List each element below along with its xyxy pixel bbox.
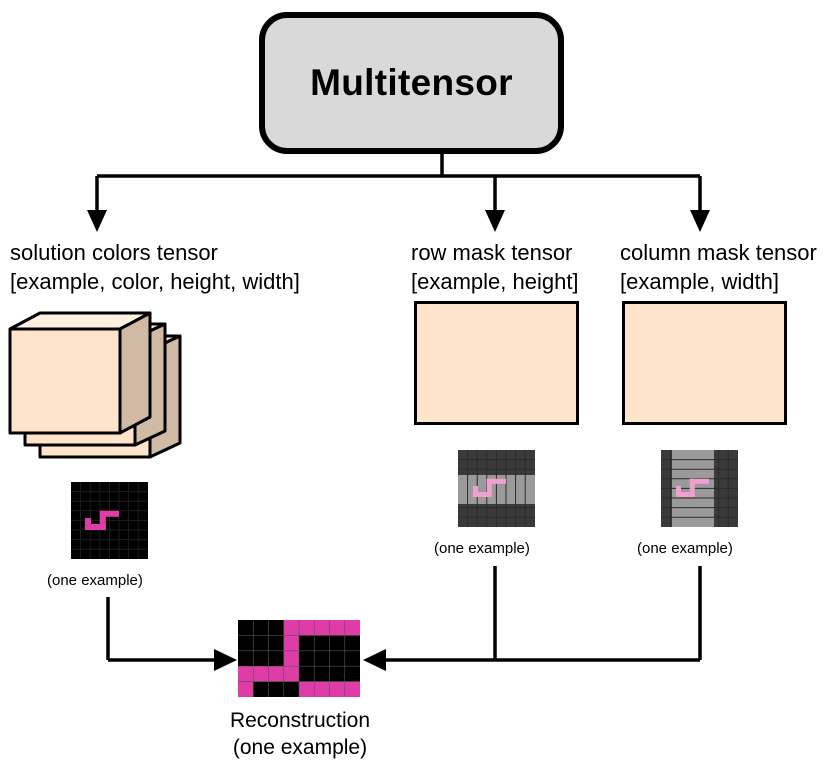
solution-name: solution colors tensor [10, 240, 218, 265]
column-caption: (one example) [637, 540, 733, 557]
column-mask-example-grid [661, 450, 738, 527]
arrowhead-column [690, 210, 710, 232]
row-label: row mask tensor [example, height] [411, 238, 579, 296]
reconstruction-subtitle: (one example) [232, 736, 368, 759]
arrowhead-row [485, 210, 505, 232]
solution-dims: [example, color, height, width] [10, 269, 300, 294]
column-name: column mask tensor [620, 240, 817, 265]
main-title: Multitensor [310, 62, 513, 103]
tensor-cube-front [8, 311, 152, 435]
row-mask-tensor [414, 301, 579, 425]
column-label: column mask tensor [example, width] [620, 238, 817, 296]
row-caption: (one example) [434, 540, 530, 557]
arrowhead-recon-left [214, 649, 237, 671]
reconstruction-grid [238, 620, 360, 697]
solution-label: solution colors tensor [example, color, … [10, 238, 300, 296]
reconstruction-caption: Reconstruction (one example) [200, 707, 400, 761]
multitensor-box: Multitensor [259, 12, 564, 154]
solution-tensor-stack [8, 311, 182, 459]
column-mask-tensor [622, 301, 787, 425]
row-mask-example-grid [458, 450, 535, 527]
solution-example-grid [71, 482, 148, 559]
arrowhead-recon-right [363, 649, 386, 671]
reconstruction-title: Reconstruction [229, 709, 371, 732]
row-dims: [example, height] [411, 269, 579, 294]
row-name: row mask tensor [411, 240, 573, 265]
arrowhead-solution [87, 210, 107, 232]
solution-caption: (one example) [47, 572, 143, 589]
column-dims: [example, width] [620, 269, 779, 294]
